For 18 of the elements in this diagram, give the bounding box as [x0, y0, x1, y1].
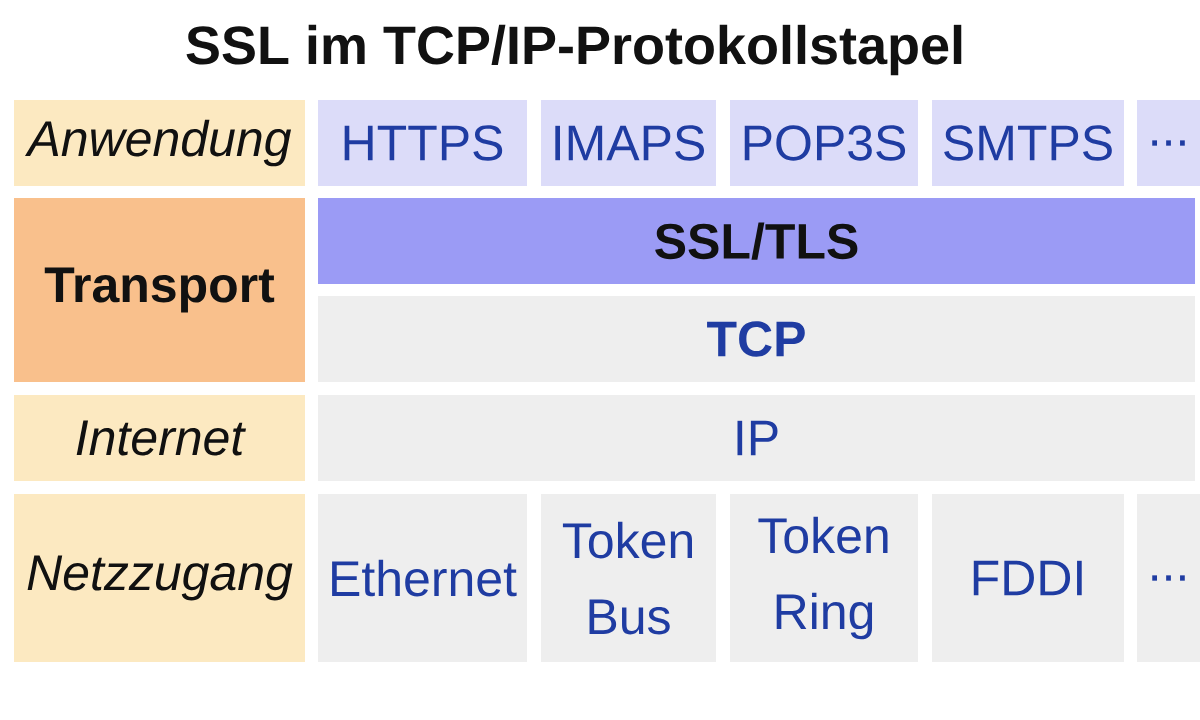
protocol-cell: ... [1137, 100, 1200, 186]
protocol-cell: SMTPS [932, 100, 1124, 186]
protocol-cell: IMAPS [541, 100, 716, 186]
layer-label: Internet [14, 395, 305, 481]
protocol-cell: Token Ring [730, 494, 918, 662]
protocol-bar: SSL/TLS [318, 198, 1195, 284]
protocol-cell: HTTPS [318, 100, 527, 186]
layer-label: Transport [14, 198, 305, 382]
protocol-cell: POP3S [730, 100, 918, 186]
protocol-cell: Ethernet [318, 494, 527, 662]
diagram-title: SSL im TCP/IP-Protokollstapel [186, 24, 962, 76]
protocol-bar: IP [318, 395, 1195, 481]
protocol-cell: ... [1137, 494, 1200, 662]
protocol-cell: Token Bus [541, 494, 716, 662]
protocol-bar: TCP [318, 296, 1195, 382]
layer-label: Netzzugang [14, 494, 305, 662]
layer-label: Anwendung [14, 100, 305, 186]
protocol-cell: FDDI [932, 494, 1124, 662]
